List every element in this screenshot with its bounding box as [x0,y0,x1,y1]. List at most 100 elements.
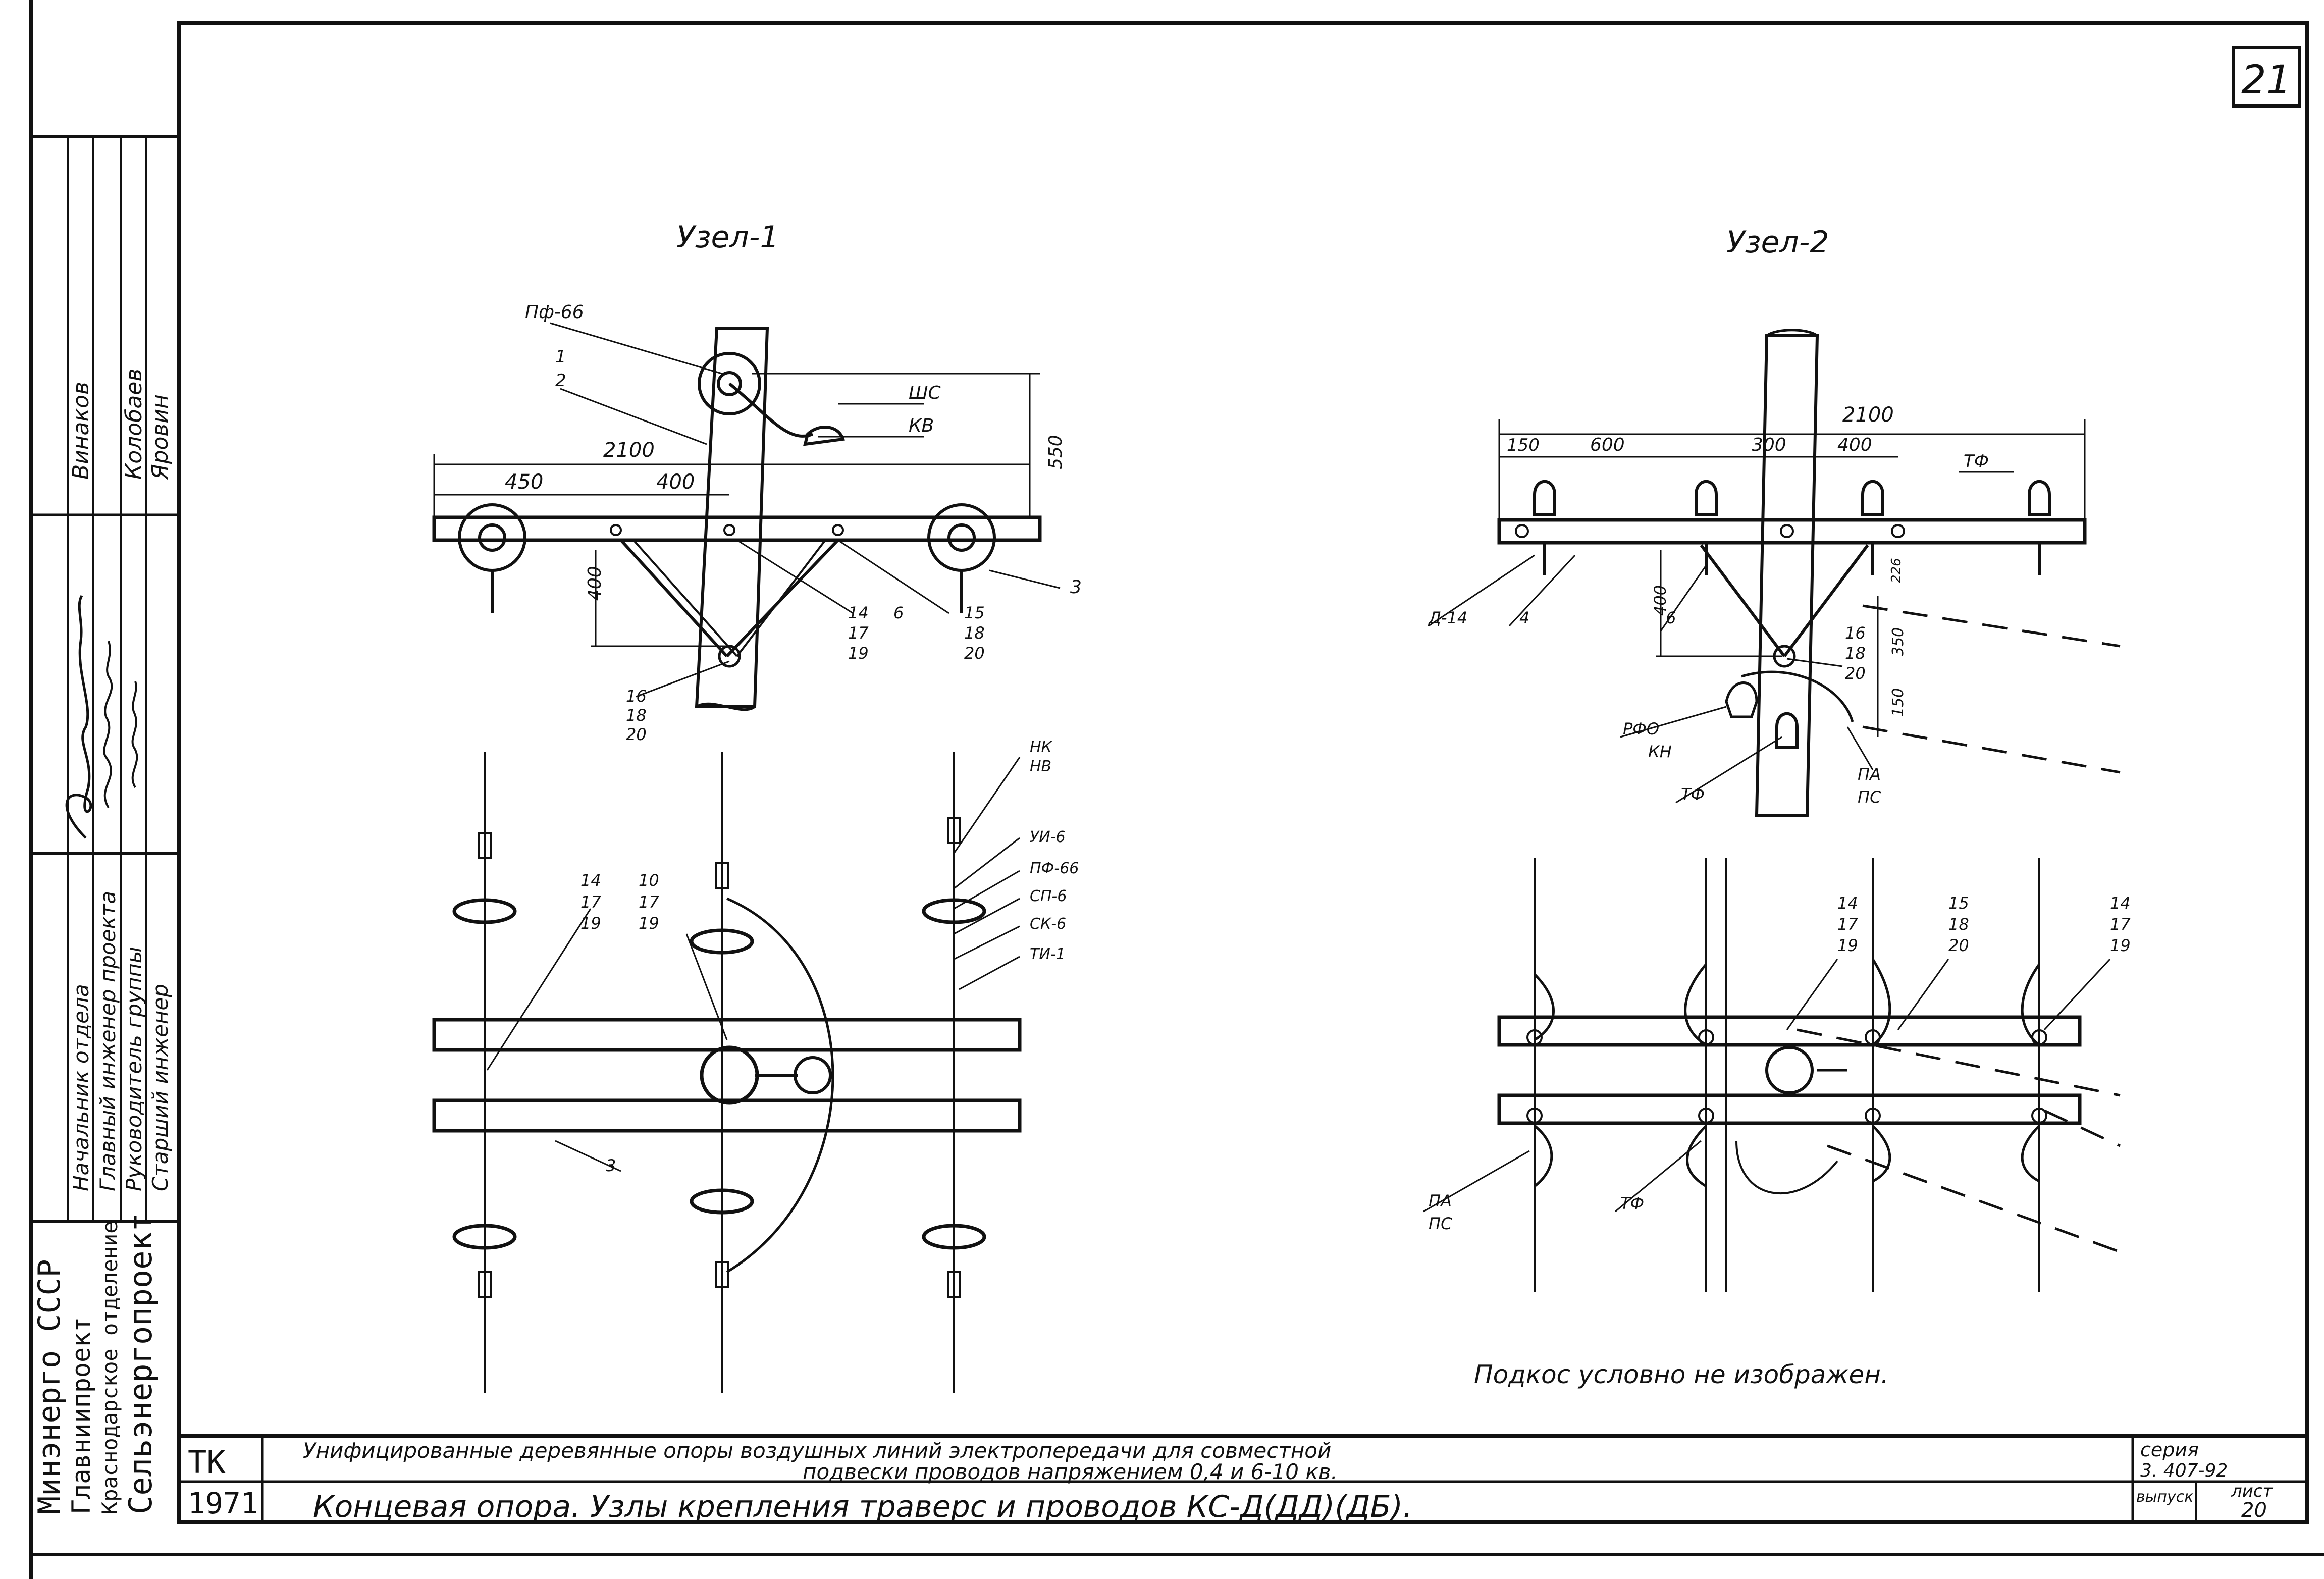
signature-2 [103,641,113,809]
stamp-name-1: Винаков [68,382,94,480]
stamp-org-line-4: Сельэнергопроект [122,1213,159,1514]
n2f-label-g2a: 15 [1948,893,1969,913]
n1-label-1: 1 [555,347,566,367]
n1f-label-g1b: 17 [580,892,601,912]
stamp-role-3: Руководитель группы [122,946,146,1191]
n1-label-17: 17 [848,623,869,643]
n1f-label-g2b: 17 [639,892,659,912]
n2-label-18: 18 [1845,644,1866,663]
n1f-label-ti1: ТИ-1 [1030,945,1066,963]
n2-dim-150: 150 [1507,435,1540,455]
series-value: 3. 407-92 [2140,1460,2228,1481]
n2f-label-g2c: 20 [1948,936,1969,955]
issue-label: выпуск [2136,1488,2193,1506]
n1f-label-sk6: СК-6 [1030,915,1066,933]
n1f-label-g2a: 10 [639,871,659,890]
n1-label-kv: КВ [909,415,934,436]
n1-label-19: 19 [848,644,869,663]
sheet-number: 21 [2241,58,2291,103]
stamp-role-1: Начальник отдела [69,984,93,1191]
node1-front-view: НК НВ УИ-6 ПФ-66 СП-6 СК-6 ТИ-1 14 17 19… [432,739,1079,1393]
node2-top-view: Узел-2 2100 150 [1428,225,2121,817]
n1-label-16: 16 [626,687,647,706]
stamp-role-2: Главный инженер проекта [95,891,120,1191]
title-line-1: Унифицированные деревянные опоры воздушн… [303,1438,1331,1463]
title-code: ТК [188,1444,226,1481]
n1-label-15: 15 [964,603,985,622]
node2-front-view: 14 17 19 15 18 20 14 17 19 ПА ПС ТФ Подк… [1423,858,2131,1389]
n2-label-tf: ТФ [1964,451,1989,471]
n1-dim-450: 450 [505,470,543,494]
node1-top-view: Узел-1 2100 [432,220,1082,744]
n2-dim-v226: 226 [1889,558,1904,583]
n2-dim-600: 600 [1590,435,1625,455]
n2-dim-v350: 350 [1889,627,1907,656]
n2-dim-v150: 150 [1889,688,1907,717]
sheet-label: лист [2231,1481,2274,1501]
stamp-role-4: Старший инженер [148,984,173,1191]
n2-label-d14: Д-14 [1428,608,1467,627]
title-year: 1971 [188,1486,258,1520]
n2-dim-v400: 400 [1651,585,1670,616]
n2-dim-total: 2100 [1842,403,1894,427]
n1-label-shs: ШС [909,383,941,403]
n1-label-18: 18 [964,623,985,643]
n1-label-14: 14 [848,603,869,622]
n2f-label-g1b: 17 [1837,915,1858,934]
n1f-label-g1c: 19 [580,914,601,933]
node2-crossarm [1497,518,2087,545]
n1f-label-nk: НК [1030,739,1053,756]
n2-label-16: 16 [1845,623,1866,643]
n2f-label-g1c: 19 [1837,936,1858,955]
n2-label-ps: ПС [1858,787,1881,807]
n2f-label-tf: ТФ [1620,1194,1644,1213]
n2-label-6: 6 [1666,608,1676,627]
node1-title: Узел-1 [676,220,779,255]
n1-label-2: 2 [555,371,566,391]
n1-dim-total: 2100 [603,439,655,462]
n1-label-3: 3 [1070,577,1082,598]
node2-title: Узел-2 [1726,225,1829,260]
n1f-label-sp6: СП-6 [1030,887,1067,905]
n2f-label-g1a: 14 [1837,893,1858,913]
stamp-org-line-2: Главниипроект [67,1317,96,1514]
n1-dim-550: 550 [1045,435,1066,469]
n2-label-rfo: РФО [1623,719,1659,739]
n2-label-tf2: ТФ [1681,785,1705,804]
n2-label-4: 4 [1519,608,1529,627]
n1f-label-g2c: 19 [639,914,659,933]
stamp-name-3: Колобаев [121,369,147,480]
stamp-name-4: Яровин [147,394,173,480]
stamp-org-line-1: Минэнерго СССР [32,1259,67,1514]
n2f-label-ps: ПС [1429,1214,1452,1233]
n1-dim-400: 400 [656,470,695,494]
n1f-label-g1a: 14 [580,871,601,890]
n1f-label-nv: НВ [1030,758,1051,775]
n2-dim-400: 400 [1837,435,1872,455]
n1f-label-ui6: УИ-6 [1030,828,1066,846]
title-line-2: подвески проводов напряжением 0,4 и 6-10… [803,1459,1338,1484]
n1f-label-pfu: ПФ-66 [1030,860,1079,877]
n2f-label-g3c: 19 [2110,936,2131,955]
signature-1 [65,595,92,839]
n1-dim-v400: 400 [585,566,605,601]
sheet-frame [29,0,2324,1579]
n2-note: Подкос условно не изображен. [1474,1360,1889,1389]
stamp: Минэнерго СССР Главниипроект Краснодарск… [32,369,173,1514]
n1-label-6: 6 [893,603,904,622]
n2-label-20: 20 [1845,664,1866,683]
n2-label-pa: ПА [1858,765,1881,784]
n2-dim-300: 300 [1752,435,1786,455]
n2-label-kn: КН [1648,742,1672,761]
stamp-org-line-3: Краснодарское отделение [97,1221,122,1514]
n1-label-insulator: Пф-66 [525,302,584,323]
n1-label-20b: 20 [626,725,647,744]
series-label: серия [2140,1439,2199,1461]
node2-pole [1755,334,1819,817]
sheet-value: 20 [2241,1499,2267,1522]
signature-3 [131,681,138,788]
n1-label-18b: 18 [626,706,647,725]
n1-label-20: 20 [964,644,985,663]
n2f-label-pa: ПА [1429,1191,1452,1210]
